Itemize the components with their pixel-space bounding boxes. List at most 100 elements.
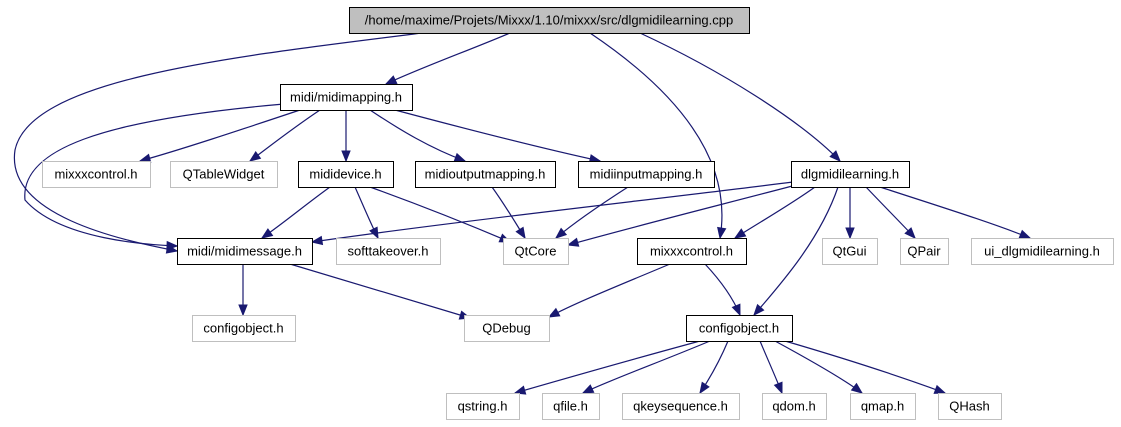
edge-line [311, 181, 794, 243]
node-label: mixxxcontrol.h [650, 244, 733, 259]
node-label: /home/maxime/Projets/Mixxx/1.10/mixxx/sr… [365, 13, 733, 28]
node-box [177, 238, 313, 265]
node-label: qdom.h [772, 399, 815, 414]
edge-midimessage-to-qdebug [289, 263, 472, 320]
arrowhead [248, 151, 262, 162]
node-configobject_ext: configobject.h [192, 315, 296, 342]
node-box [938, 393, 1002, 420]
edge-dlgmidilearning_h-to-mixxxcontrol_doc [733, 186, 816, 239]
node-label: midiinputmapping.h [590, 167, 703, 182]
node-box [637, 238, 747, 265]
edge-dlgmidilearning_h-to-qtgui [845, 186, 855, 240]
arrowhead [717, 226, 727, 240]
edge-line [139, 109, 301, 162]
edge-line [582, 340, 711, 394]
arrowhead [850, 382, 864, 394]
edge-dlgmidilearning_h-to-configobject_doc [753, 186, 839, 317]
edge-line [555, 186, 629, 239]
node-box [622, 393, 740, 420]
edge-line [289, 263, 471, 319]
arrowhead [773, 381, 783, 395]
arrowhead [829, 150, 841, 162]
edge-line [734, 186, 816, 239]
arrowhead [1018, 229, 1032, 239]
edge-line [879, 186, 1031, 239]
edge-line [865, 186, 916, 239]
node-mixxxcontrol_doc[interactable]: mixxxcontrol.h [637, 238, 747, 265]
node-label: QPair [907, 244, 941, 259]
edge-midimapping-to-midedevice [341, 110, 351, 163]
node-label: midi/midimapping.h [290, 90, 402, 105]
edge-midimapping-to-midimessage [24, 103, 285, 251]
arrowhead [453, 152, 467, 162]
arrowhead [554, 227, 568, 239]
edge-midimapping-to-qtablewidget [248, 109, 321, 162]
node-label: midi/midimessage.h [187, 244, 302, 259]
node-qtgui: QtGui [822, 238, 878, 265]
arrowhead [310, 235, 324, 246]
node-midioutputmapping[interactable]: midioutputmapping.h [415, 161, 556, 188]
edge-line [385, 32, 511, 85]
node-midimessage[interactable]: midi/midimessage.h [177, 238, 313, 265]
node-qkeysequence: qkeysequence.h [622, 393, 740, 420]
node-box [822, 238, 878, 265]
node-box [762, 393, 827, 420]
edge-root-to-midimapping [384, 32, 511, 85]
node-box [503, 238, 569, 265]
edge-midedevice-to-softtakeover [354, 186, 379, 240]
node-label: qfile.h [553, 399, 588, 414]
arrowhead [733, 228, 747, 239]
node-box [464, 315, 550, 342]
node-box [298, 161, 394, 188]
arrowhead [384, 75, 398, 85]
arrowhead [260, 228, 274, 239]
edge-line [784, 340, 946, 394]
node-label: midioutputmapping.h [425, 167, 546, 182]
node-label: QTableWidget [183, 167, 265, 182]
node-dlgmidilearning_h[interactable]: dlgmidilearning.h [791, 161, 910, 188]
edge-line [261, 186, 331, 239]
arrowhead [845, 227, 855, 240]
node-label: qstring.h [458, 399, 508, 414]
node-midiinputmapping[interactable]: midiinputmapping.h [578, 161, 715, 188]
node-midimapping[interactable]: midi/midimapping.h [280, 84, 413, 111]
node-box [42, 161, 151, 188]
arrowhead [731, 303, 741, 317]
node-qdebug: QDebug [464, 315, 550, 342]
arrowhead [566, 237, 580, 247]
node-label: mixxxcontrol.h [54, 167, 137, 182]
node-box [791, 161, 910, 188]
edge-mixxxcontrol_doc-to-qdebug [547, 263, 671, 318]
arrowhead [547, 307, 561, 318]
edge-dlgmidilearning_h-to-qtcore [566, 183, 801, 247]
edge-midimapping-to-midioutputmapping [369, 109, 467, 162]
edge-midimapping-to-midiinputmapping [394, 109, 602, 164]
node-box [686, 315, 793, 342]
node-box [280, 84, 413, 111]
node-qmap: qmap.h [850, 393, 916, 420]
node-configobject_doc[interactable]: configobject.h [686, 315, 793, 342]
edge-configobject_doc-to-qhash [784, 340, 947, 394]
edge-configobject_doc-to-qstring [513, 340, 701, 395]
edge-midioutputmapping-to-qtcore [491, 186, 526, 240]
node-box [542, 393, 600, 420]
edge-line [567, 183, 801, 246]
node-qtablewidget: QTableWidget [170, 161, 278, 188]
node-ui_dlgmidilearning: ui_dlgmidilearning.h [971, 238, 1114, 265]
arrowhead [699, 381, 710, 395]
edge-midiinputmapping-to-qtcore [554, 186, 629, 239]
edge-line [589, 32, 723, 239]
arrowhead [166, 240, 179, 251]
node-box [415, 161, 556, 188]
node-label: QtCore [515, 244, 557, 259]
node-root[interactable]: /home/maxime/Projets/Mixxx/1.10/mixxx/sr… [349, 7, 750, 34]
arrowhead [341, 150, 351, 163]
node-box [336, 238, 441, 265]
edge-line [249, 109, 321, 162]
node-qfile: qfile.h [542, 393, 600, 420]
node-box [900, 238, 949, 265]
node-midedevice[interactable]: mididevice.h [298, 161, 394, 188]
arrowhead [515, 226, 526, 240]
node-box [578, 161, 715, 188]
edge-dlgmidilearning_h-to-qpair [865, 186, 916, 239]
